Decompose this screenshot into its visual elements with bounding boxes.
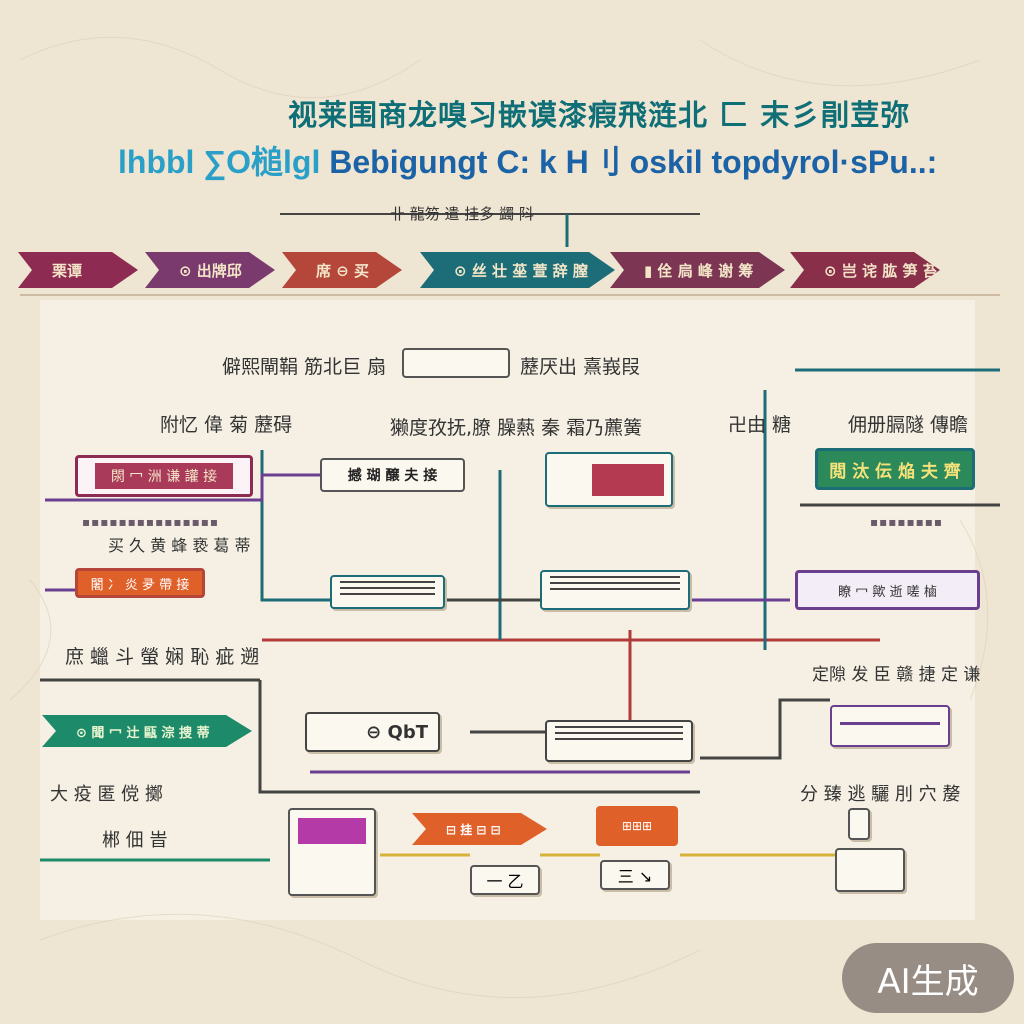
- diagram-subtitle: 卝 龍笏 遣 挂多 蠲 阧: [390, 205, 534, 223]
- node-box-11: ⊞⊞⊞: [596, 806, 678, 846]
- document-card-fill: [298, 818, 366, 844]
- title-line-2: lhbbl ∑O槌lgl Bebigungt C: k H刂 oskil top…: [118, 137, 937, 183]
- node-box-4: 閲 汰 伝 焔 夫 齊: [815, 448, 975, 490]
- node-card-9-bar: [840, 722, 940, 725]
- top-banner-6: ⊙ 岂 诧 肱 笋 苔: [790, 252, 940, 288]
- minor-text-2: ▪▪▪▪▪▪▪▪: [870, 515, 944, 529]
- node-list-2: [540, 570, 690, 610]
- label-11: 分 臻 逃 驪 刖 穴 嫠: [800, 784, 961, 805]
- document-card: [288, 808, 376, 896]
- minor-text-1: ▪▪▪▪▪▪▪▪▪▪▪▪▪▪▪: [82, 515, 219, 529]
- title-line-2-rest: Bebigungt C: k H刂 oskil topdyrol·sPu..:: [329, 144, 938, 180]
- node-card-9: [830, 705, 950, 747]
- top-banner-3: 席 ⊖ 买: [282, 252, 402, 288]
- top-banner-5: ▮ 佺 扃 峰 谢 筹: [610, 252, 785, 288]
- node-list-1: [330, 575, 445, 609]
- label-2: 藶厌出 熹峩叚: [520, 356, 641, 378]
- label-9: 定隙 发 臣 赣 捷 定 谦: [812, 665, 981, 685]
- node-card-3: [545, 452, 673, 507]
- label-3: 附忆 偉 菊 藶碍: [160, 414, 293, 436]
- node-box-5: 闍 冫 炎 夛 帶 接: [75, 568, 205, 598]
- node-banner-7: ⊙ 聞 冖 辻 甌 淙 捜 蒂: [42, 715, 252, 747]
- top-banner-4: ⊙ 丝 壮 莝 萱 辞 膣: [420, 252, 615, 288]
- node-card-8: ⊖ QbT: [305, 712, 440, 752]
- node-banner-10: ⊟ 挂 ⊟ ⊟: [412, 813, 547, 845]
- node-box-2: 撼 瑚 醸 夫 接: [320, 458, 465, 492]
- label-8: 庶 蠟 斗 螢 娴 恥 疵 遡: [65, 646, 260, 668]
- title-line-1: 视莱围商龙嗅习嵌谟漆瘕飛涟北 匚 末彡剈荳弥: [288, 98, 911, 132]
- node-list-3: [545, 720, 693, 762]
- top-banner-1: 栗谭: [18, 252, 138, 288]
- node-box-6: 瞭 冖 歟 逝 嗟 樐: [795, 570, 980, 610]
- node-card-3-fill: [592, 464, 664, 496]
- label-7: 买 久 黄 蜂 亵 葛 蒂: [108, 536, 251, 555]
- node-box-1: 閖 冖 洲 谦 讙 接: [75, 455, 253, 497]
- label-5: 卍由 糖: [728, 414, 792, 436]
- empty-box: [402, 348, 510, 378]
- ai-generated-badge: AI生成: [842, 943, 1014, 1013]
- label-1: 僻熙閘鞙 筋北巨 扇: [222, 356, 387, 378]
- title-line-2-prefix: lhbbl ∑O槌lgl: [118, 144, 321, 180]
- label-6: 佣册膈隧 傳瞻: [848, 414, 969, 436]
- top-banner-2: ⊙ 出牌邱: [145, 252, 275, 288]
- node-card-14: [835, 848, 905, 892]
- label-4: 獭度孜抚,膫 臊爇 秦 霜乃藨簧: [390, 417, 643, 439]
- node-card-13: 三 ↘: [600, 860, 670, 890]
- label-12: 郴 佃 旹: [102, 830, 168, 851]
- node-card-15: [848, 808, 870, 840]
- node-card-12: 一 乙: [470, 865, 540, 895]
- label-10: 大 疫 匿 傥 擲: [50, 784, 163, 805]
